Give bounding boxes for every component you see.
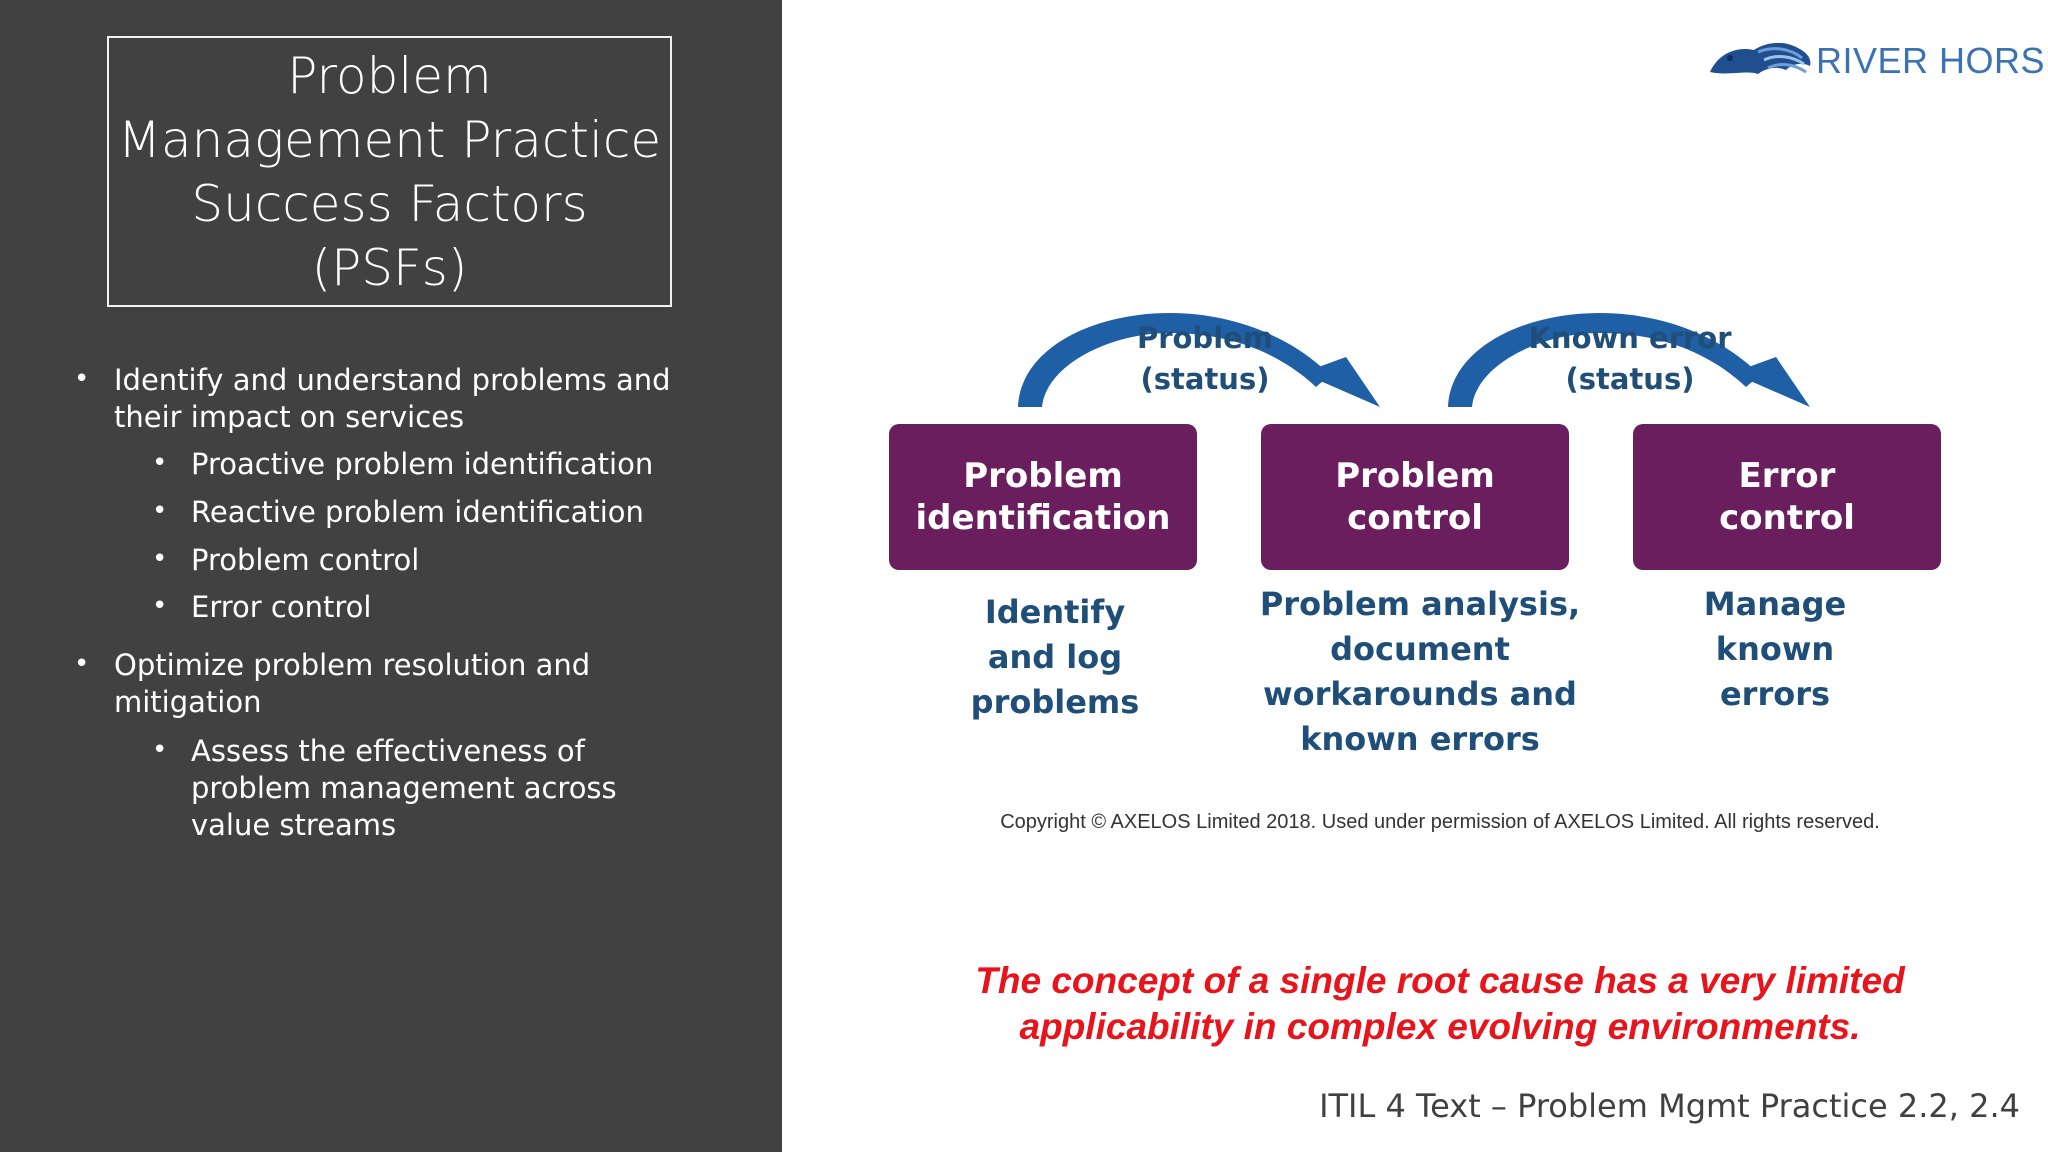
bullet-text-line: value streams [191, 808, 397, 842]
stage-title-line: Problem [1335, 456, 1495, 496]
stage-title-line: Problem [963, 456, 1123, 496]
bullet-dot: • [152, 448, 168, 478]
desc-line: known [1715, 630, 1835, 668]
bullet-item: Identify and understand problems and the… [114, 362, 674, 436]
stage-box-problem-identification: Problem identification [889, 424, 1197, 570]
stage-title-line: control [1719, 498, 1855, 538]
stage-description: Manage known errors [1640, 582, 1910, 717]
arrowhead-icon [1302, 357, 1380, 407]
desc-line: document [1330, 630, 1510, 668]
stage-box-error-control: Error control [1633, 424, 1941, 570]
left-panel: Problem Management Practice Success Fact… [0, 0, 782, 1152]
desc-line: problems [970, 683, 1140, 721]
footer-reference: ITIL 4 Text – Problem Mgmt Practice 2.2,… [1319, 1087, 2020, 1125]
bullet-dot: • [74, 364, 90, 394]
desc-line: Manage [1703, 585, 1847, 623]
sub-bullet-item: Error control [191, 590, 372, 624]
hippo-wave-icon [1710, 42, 1811, 74]
quote-line: The concept of a single root cause has a… [975, 960, 1905, 1001]
bullet-text-line: Identify and understand problems and [114, 363, 671, 397]
status-label-problem: Problem (status) [1120, 318, 1290, 400]
desc-line: and log [987, 638, 1123, 676]
stage-box-problem-control: Problem control [1261, 424, 1569, 570]
stage-description: Identify and log problems [920, 590, 1190, 725]
river-horse-logo: RIVER HORSE [1706, 36, 2048, 86]
curved-arrow-icon [1018, 313, 1330, 407]
sub-bullet-item: Proactive problem identification [191, 447, 654, 481]
status-line: Problem [1136, 321, 1274, 355]
bullet-dot: • [152, 496, 168, 526]
page-title: Problem Management Practice Success Fact… [109, 44, 670, 300]
bullet-text-line: mitigation [114, 685, 262, 719]
bullet-dot: • [152, 735, 168, 765]
title-box: Problem Management Practice Success Fact… [107, 36, 672, 307]
quote-line: applicability in complex evolving enviro… [1019, 1006, 1861, 1047]
sub-bullet-item: Reactive problem identification [191, 495, 644, 529]
title-line: Management Practice [117, 110, 662, 169]
bullet-dot: • [152, 591, 168, 621]
status-line: (status) [1565, 362, 1695, 396]
status-line: Known error [1528, 321, 1732, 355]
stage-title-line: identification [915, 498, 1171, 538]
desc-line: known errors [1300, 720, 1540, 758]
stage-title-line: Error [1738, 456, 1836, 496]
bullet-dot: • [74, 649, 90, 679]
status-label-known-error: Known error (status) [1520, 318, 1740, 400]
desc-line: workarounds and [1263, 675, 1577, 713]
status-line: (status) [1140, 362, 1270, 396]
desc-line: Identify [984, 593, 1126, 631]
arrowhead-icon [1732, 357, 1810, 407]
bullet-text-line: Assess the effectiveness of [191, 734, 585, 768]
diagram-arrows [1018, 313, 1810, 407]
desc-line: Problem analysis, [1259, 585, 1581, 623]
sub-bullet-item: Assess the effectiveness of problem mana… [191, 733, 671, 844]
bullet-dot: • [152, 544, 168, 574]
curved-arrow-icon [1448, 313, 1760, 407]
stage-title-line: control [1347, 498, 1483, 538]
bullet-text-line: problem management across [191, 771, 617, 805]
desc-line: errors [1719, 675, 1831, 713]
bullet-item: Optimize problem resolution and mitigati… [114, 647, 674, 721]
title-line: Problem [287, 46, 492, 105]
logo-text: RIVER HORSE [1816, 40, 2048, 81]
bullet-text-line: Optimize problem resolution and [114, 648, 591, 682]
copyright-notice: Copyright © AXELOS Limited 2018. Used un… [1000, 811, 1880, 833]
bullet-text-line: their impact on services [114, 400, 465, 434]
title-line: Success Factors (PSFs) [191, 174, 588, 297]
stage-description: Problem analysis, document workarounds a… [1230, 582, 1610, 762]
sub-bullet-item: Problem control [191, 543, 420, 577]
highlight-quote: The concept of a single root cause has a… [900, 958, 1980, 1050]
